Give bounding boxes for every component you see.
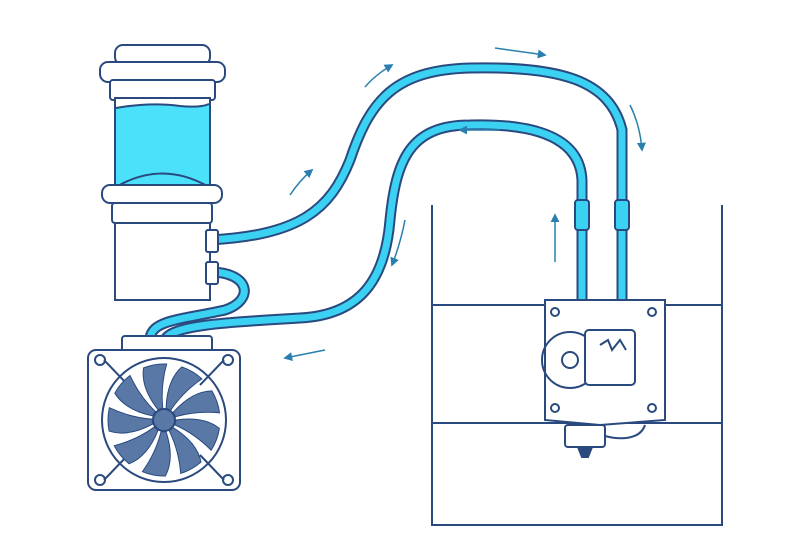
- fan-blade: [174, 418, 220, 452]
- flow-arrows: [283, 47, 646, 362]
- radiator-fan: [87, 335, 241, 491]
- fan-hub: [152, 408, 176, 432]
- fan-blade: [107, 407, 154, 434]
- tube-pump-to-radiator: [146, 268, 248, 344]
- fan-blade: [141, 431, 171, 477]
- extruder-gear-hub: [561, 351, 579, 369]
- hotend-nozzle: [576, 446, 594, 458]
- tube-hotend-to-radiator: [161, 121, 586, 344]
- fan-blade: [168, 427, 202, 475]
- reservoir-coolant: [116, 104, 209, 187]
- pump: [111, 202, 219, 301]
- fan-blades: [107, 363, 221, 477]
- tank-walls: [431, 205, 723, 526]
- extruder-hotend: [541, 299, 666, 458]
- fan-screw-tr: [222, 354, 234, 366]
- pump-body: [114, 222, 211, 301]
- extruder-lever: [584, 329, 636, 386]
- flow-arrow-top-right: [629, 104, 646, 152]
- tube-fitting-right: [614, 199, 630, 231]
- flow-arrow-top-left: [364, 64, 394, 88]
- flow-arrow-up-left: [289, 168, 314, 196]
- pump-outlet-top: [205, 229, 219, 253]
- reservoir: [99, 44, 226, 204]
- flow-arrow-top: [494, 47, 547, 59]
- reservoir-lower-rim: [101, 184, 223, 204]
- extruder-screw-br: [647, 403, 657, 413]
- reservoir-base-curve: [115, 172, 210, 188]
- fan-screw-bl: [94, 474, 106, 486]
- extruder-cable: [604, 424, 646, 440]
- fan-screw-tl: [94, 354, 106, 366]
- extruder-screw-bl: [550, 403, 560, 413]
- tube-pump-to-hotend: [206, 64, 626, 304]
- fan-blade: [172, 390, 221, 418]
- pump-outlet-bottom: [205, 261, 219, 285]
- tube-fitting-left: [574, 199, 590, 231]
- flow-arrow-inner-left: [390, 219, 406, 267]
- hotend-block: [564, 424, 606, 448]
- fan-blade: [114, 374, 157, 417]
- flow-arrow-bottom-left: [283, 349, 326, 362]
- extruder-spring: [599, 338, 627, 352]
- extruder-screw-tr: [647, 307, 657, 317]
- fan-blade: [142, 363, 168, 411]
- pump-collar: [111, 202, 213, 224]
- extruder-screw-tl: [550, 307, 560, 317]
- fan-blade: [165, 366, 203, 411]
- coolant-tubing: [144, 62, 630, 346]
- fan-blade: [113, 426, 159, 465]
- fan-screw-br: [222, 474, 234, 486]
